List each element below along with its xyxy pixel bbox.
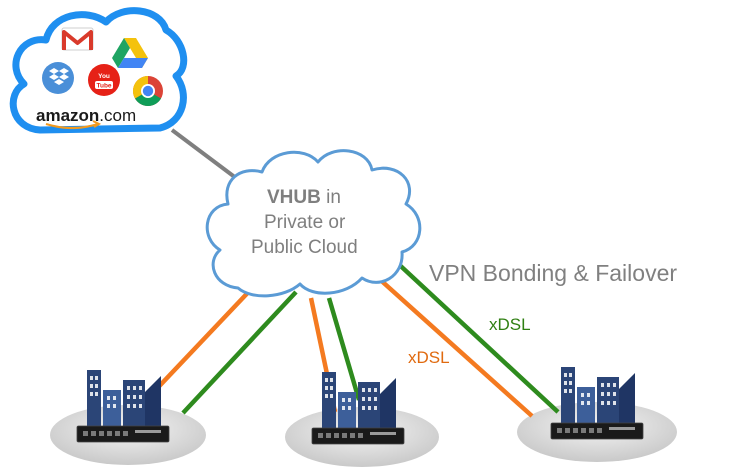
vhub-line2: Private or — [264, 212, 346, 233]
vhub-cloud-shape — [205, 149, 422, 298]
dropbox-icon — [42, 62, 74, 94]
amazon-name-text: amazon — [36, 106, 99, 125]
xdsl-label-orange: xDSL — [408, 348, 450, 367]
site-right — [550, 366, 644, 440]
youtube-you-text: You — [98, 73, 110, 80]
youtube-icon: You Tube — [88, 64, 120, 96]
chrome-icon — [132, 76, 163, 107]
backhaul-link — [170, 128, 238, 180]
svg-text:amazon.com: amazon.com — [36, 106, 136, 125]
orange-link-right — [374, 274, 534, 418]
site-center-building-icon — [311, 371, 405, 445]
site-center — [311, 371, 405, 445]
tunnel-links — [146, 256, 560, 418]
vhub-line3: Public Cloud — [251, 237, 358, 258]
youtube-tube-text: Tube — [96, 83, 111, 90]
google-drive-icon — [112, 38, 148, 68]
vhub-line1: VHUB in — [267, 187, 341, 208]
vpn-bonding-title: VPN Bonding & Failover — [429, 260, 677, 286]
orange-link-left — [146, 280, 260, 400]
site-right-building-icon — [550, 366, 644, 440]
vhub-title-rest: in — [321, 187, 341, 208]
amazon-logo: amazon.com — [36, 106, 136, 130]
green-link-left — [181, 290, 298, 415]
amazon-smile-icon — [45, 122, 99, 130]
xdsl-label-green: xDSL — [489, 315, 531, 334]
site-left-building-icon — [76, 369, 170, 443]
cloud-services-group: You Tube amazon.com — [9, 7, 188, 134]
gmail-icon — [61, 27, 94, 51]
green-link-center — [326, 297, 362, 401]
vhub-title-bold: VHUB — [267, 187, 321, 208]
amazon-tld-text: .com — [99, 106, 136, 125]
green-link-right — [390, 256, 560, 414]
site-left — [76, 369, 170, 443]
vhub-cloud-group: VHUB in Private or Public Cloud — [205, 149, 422, 298]
